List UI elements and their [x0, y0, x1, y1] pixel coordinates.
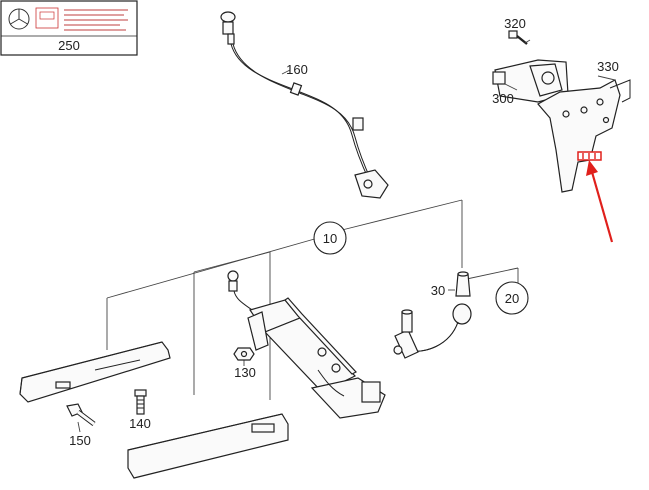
side-bracket-left [19, 341, 171, 403]
callout-300: 300 [492, 91, 514, 106]
callout-circle-20 [495, 281, 529, 315]
callout-160: 160 [286, 62, 308, 77]
inset-250: 250 [0, 0, 138, 56]
red-arrow-icon [586, 160, 614, 243]
callout-140: 140 [129, 416, 151, 431]
crossmember-10 [227, 270, 386, 419]
tow-ball-20 [393, 271, 472, 359]
callout-30: 30 [431, 283, 445, 298]
mercedes-star-icon [8, 8, 30, 30]
nut-130 [233, 347, 255, 361]
callout-130: 130 [234, 365, 256, 380]
callout-10: 10 [323, 231, 337, 246]
callout-circle-10 [313, 221, 347, 255]
callout-150: 150 [69, 433, 91, 448]
callout-320: 320 [504, 16, 526, 31]
inset-label: 250 [58, 38, 80, 53]
bolt-150 [66, 403, 96, 426]
bolt-140 [134, 389, 147, 415]
callout-20: 20 [505, 291, 519, 306]
bolt-320 [508, 30, 528, 45]
side-bracket-right [127, 413, 289, 479]
callout-330: 330 [597, 59, 619, 74]
wiring-harness-160 [220, 11, 389, 199]
control-module-300 [492, 30, 631, 193]
